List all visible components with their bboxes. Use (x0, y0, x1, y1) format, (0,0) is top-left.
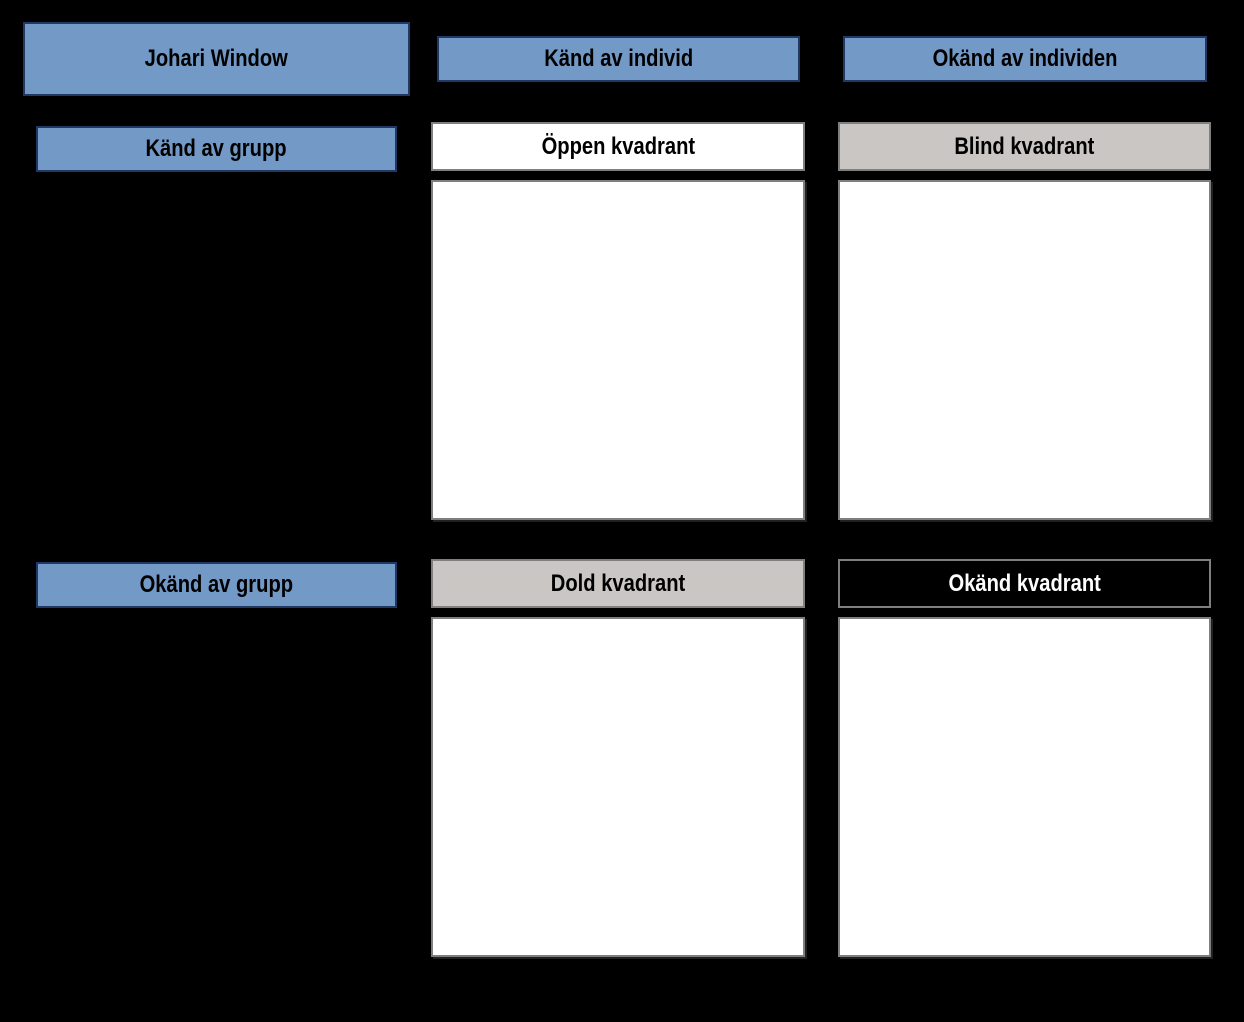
row-header-label: Känd av grupp (145, 135, 288, 162)
quadrant-header-label: Okänd kvadrant (948, 569, 1101, 597)
quadrant-cell-blind (838, 180, 1211, 520)
quadrant-header-hidden: Dold kvadrant (431, 559, 805, 608)
quadrant-cell-hidden (431, 617, 805, 957)
quadrant-header-label: Öppen kvadrant (541, 132, 695, 160)
column-header-label: Känd av individ (544, 45, 693, 72)
column-header-known-by-individual: Känd av individ (437, 36, 800, 82)
row-header-known-by-group: Känd av grupp (36, 126, 397, 172)
quadrant-cell-unknown (838, 617, 1211, 957)
quadrant-header-unknown: Okänd kvadrant (838, 559, 1211, 608)
quadrant-cell-open (431, 180, 805, 520)
quadrant-header-blind: Blind kvadrant (838, 122, 1211, 171)
column-header-unknown-by-individual: Okänd av individen (843, 36, 1207, 82)
row-header-label: Okänd av grupp (139, 571, 294, 598)
diagram-title: Johari Window (144, 45, 289, 72)
column-header-label: Okänd av individen (932, 45, 1118, 72)
quadrant-header-label: Blind kvadrant (954, 132, 1095, 160)
quadrant-header-open: Öppen kvadrant (431, 122, 805, 171)
quadrant-header-label: Dold kvadrant (550, 569, 686, 597)
diagram-title-box: Johari Window (23, 22, 410, 96)
row-header-unknown-by-group: Okänd av grupp (36, 562, 397, 608)
